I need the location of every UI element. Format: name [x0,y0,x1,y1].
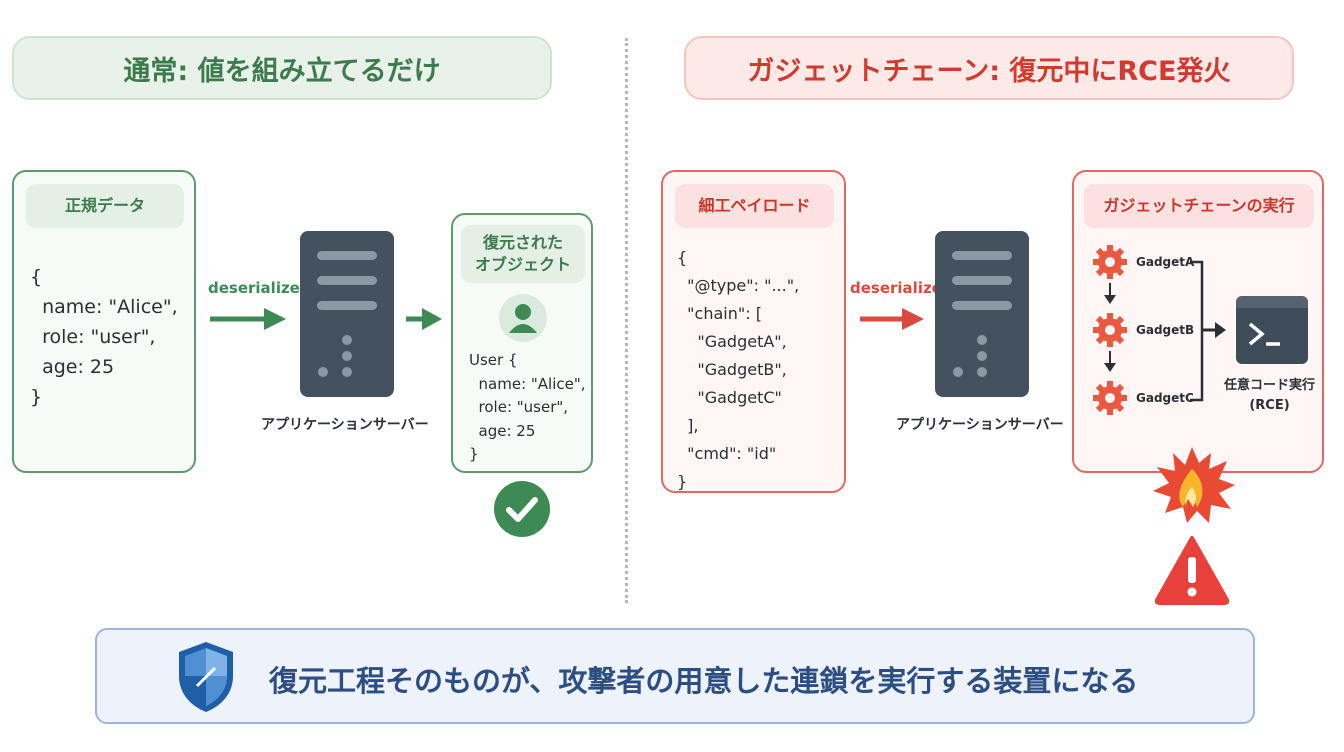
chain-bracket [1190,260,1226,402]
gadget-chain-title: ガジェットチェーンの実行 [1084,184,1314,228]
app-server-left [300,231,394,397]
conclusion-text: 復元工程そのものが、攻撃者の用意した連鎖を実行する装置になる [269,664,1139,698]
crafted-payload-card: 細工ペイロード { "@type": "...", "chain": [ "Ga… [661,170,846,493]
shield-icon [179,642,233,712]
arrow-right-icon [406,308,442,330]
legit-data-code: { name: "Alice", role: "user", age: 25 } [30,266,178,408]
deserialize-label-right: deserialize [850,279,942,297]
section-divider [625,38,628,603]
gear-icon [1093,245,1127,279]
fire-icon [1153,447,1235,523]
warning-icon [1154,536,1230,605]
gadget-b-label: GadgetB [1136,323,1195,337]
crafted-payload-code: { "@type": "...", "chain": [ "GadgetA", … [677,248,800,491]
restored-object-code: User { name: "Alice", role: "user", age:… [469,351,586,463]
user-avatar-icon [499,294,547,342]
app-server-label-right: アプリケーションサーバー [896,417,1064,433]
gadget-c-label: GadgetC [1136,391,1194,405]
gadget-chain-header: ガジェットチェーン: 復元中にRCE発火 [684,36,1294,100]
arrow-down-icon [1104,283,1116,304]
legit-data-card: 正規データ { name: "Alice", role: "user", age… [12,170,196,473]
gadget-chain-card: ガジェットチェーンの実行 GadgetA GadgetB Gad [1072,170,1324,473]
legit-data-title: 正規データ [26,184,184,228]
arrow-right-icon [210,308,286,330]
restored-object-title: 復元された オブジェクト [461,225,585,283]
arrow-down-icon [1104,351,1116,372]
conclusion-banner: 復元工程そのものが、攻撃者の用意した連鎖を実行する装置になる [95,628,1255,724]
app-server-label-left: アプリケーションサーバー [261,417,429,433]
terminal-icon [1236,296,1308,364]
arrow-right-icon [860,308,924,330]
restored-object-card: 復元された オブジェクト User { name: "Alice", role:… [451,213,593,473]
app-server-right [935,231,1029,397]
gear-icon [1093,381,1127,415]
normal-header: 通常: 値を組み立てるだけ [12,36,552,100]
check-circle-icon [494,481,550,537]
rce-label: 任意コード実行 (RCE) [1224,378,1316,413]
gear-icon [1093,313,1127,347]
crafted-payload-title: 細工ペイロード [675,184,834,228]
deserialize-label-left: deserialize [208,279,300,297]
gadget-a-label: GadgetA [1136,255,1195,269]
